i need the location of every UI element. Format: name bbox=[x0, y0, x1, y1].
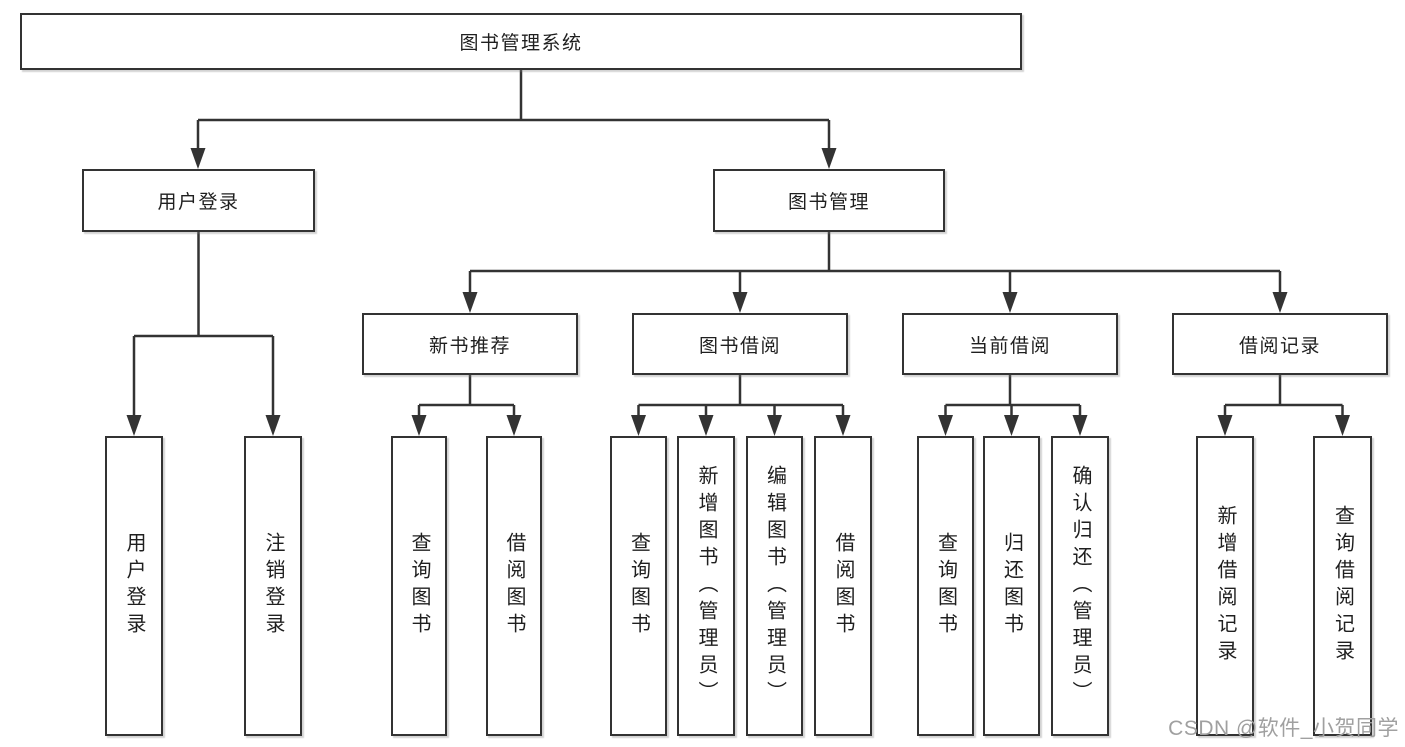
leaf-borrow-books-recommend: 借阅图书 bbox=[486, 436, 542, 736]
leaf-label: 注销登录 bbox=[262, 532, 284, 640]
leaf-label: 借阅图书 bbox=[832, 532, 854, 640]
csdn-watermark: CSDN @软件_小贺同学 bbox=[1168, 717, 1399, 740]
leaf-query-borrow-record: 查询借阅记录 bbox=[1313, 436, 1372, 736]
node-book-management: 图书管理 bbox=[713, 169, 945, 232]
leaf-label: 归还图书 bbox=[1000, 532, 1023, 640]
leaf-query-books-borrow: 查询图书 bbox=[610, 436, 667, 736]
node-book-borrowing: 图书借阅 bbox=[632, 313, 848, 375]
leaf-label: 确认归还（管理员） bbox=[1069, 464, 1091, 708]
node-label: 图书借阅 bbox=[698, 335, 781, 357]
leaf-query-books-recommend: 查询图书 bbox=[391, 436, 447, 736]
node-label: 图书管理系统 bbox=[459, 33, 583, 54]
leaf-edit-book-admin: 编辑图书（管理员） bbox=[746, 436, 803, 736]
leaf-label: 用户登录 bbox=[123, 532, 145, 640]
leaf-logout: 注销登录 bbox=[244, 436, 302, 736]
node-label: 新书推荐 bbox=[428, 335, 511, 357]
node-label: 图书管理 bbox=[787, 192, 870, 213]
node-user-login: 用户登录 bbox=[82, 169, 315, 232]
leaf-label: 借阅图书 bbox=[503, 532, 525, 640]
node-new-book-recommend: 新书推荐 bbox=[362, 313, 578, 375]
node-label: 当前借阅 bbox=[968, 335, 1051, 357]
node-label: 用户登录 bbox=[157, 192, 240, 213]
leaf-label: 新增借阅记录 bbox=[1214, 505, 1236, 667]
node-current-borrowing: 当前借阅 bbox=[902, 313, 1118, 375]
leaf-add-book-admin: 新增图书（管理员） bbox=[677, 436, 735, 736]
leaf-label: 查询图书 bbox=[627, 532, 650, 640]
leaf-borrow-books: 借阅图书 bbox=[814, 436, 872, 736]
leaf-label: 编辑图书（管理员） bbox=[763, 464, 786, 708]
node-label: 借阅记录 bbox=[1238, 335, 1321, 357]
leaf-query-books-current: 查询图书 bbox=[917, 436, 974, 736]
leaf-add-borrow-record: 新增借阅记录 bbox=[1196, 436, 1254, 736]
leaf-user-login: 用户登录 bbox=[105, 436, 163, 736]
node-borrowing-records: 借阅记录 bbox=[1172, 313, 1388, 375]
node-library-system: 图书管理系统 bbox=[20, 13, 1022, 70]
leaf-label: 查询图书 bbox=[934, 532, 957, 640]
leaf-label: 查询图书 bbox=[408, 532, 430, 640]
leaf-label: 查询借阅记录 bbox=[1331, 505, 1354, 667]
leaf-return-book: 归还图书 bbox=[983, 436, 1040, 736]
leaf-label: 新增图书（管理员） bbox=[695, 464, 717, 708]
leaf-confirm-return-admin: 确认归还（管理员） bbox=[1051, 436, 1109, 736]
